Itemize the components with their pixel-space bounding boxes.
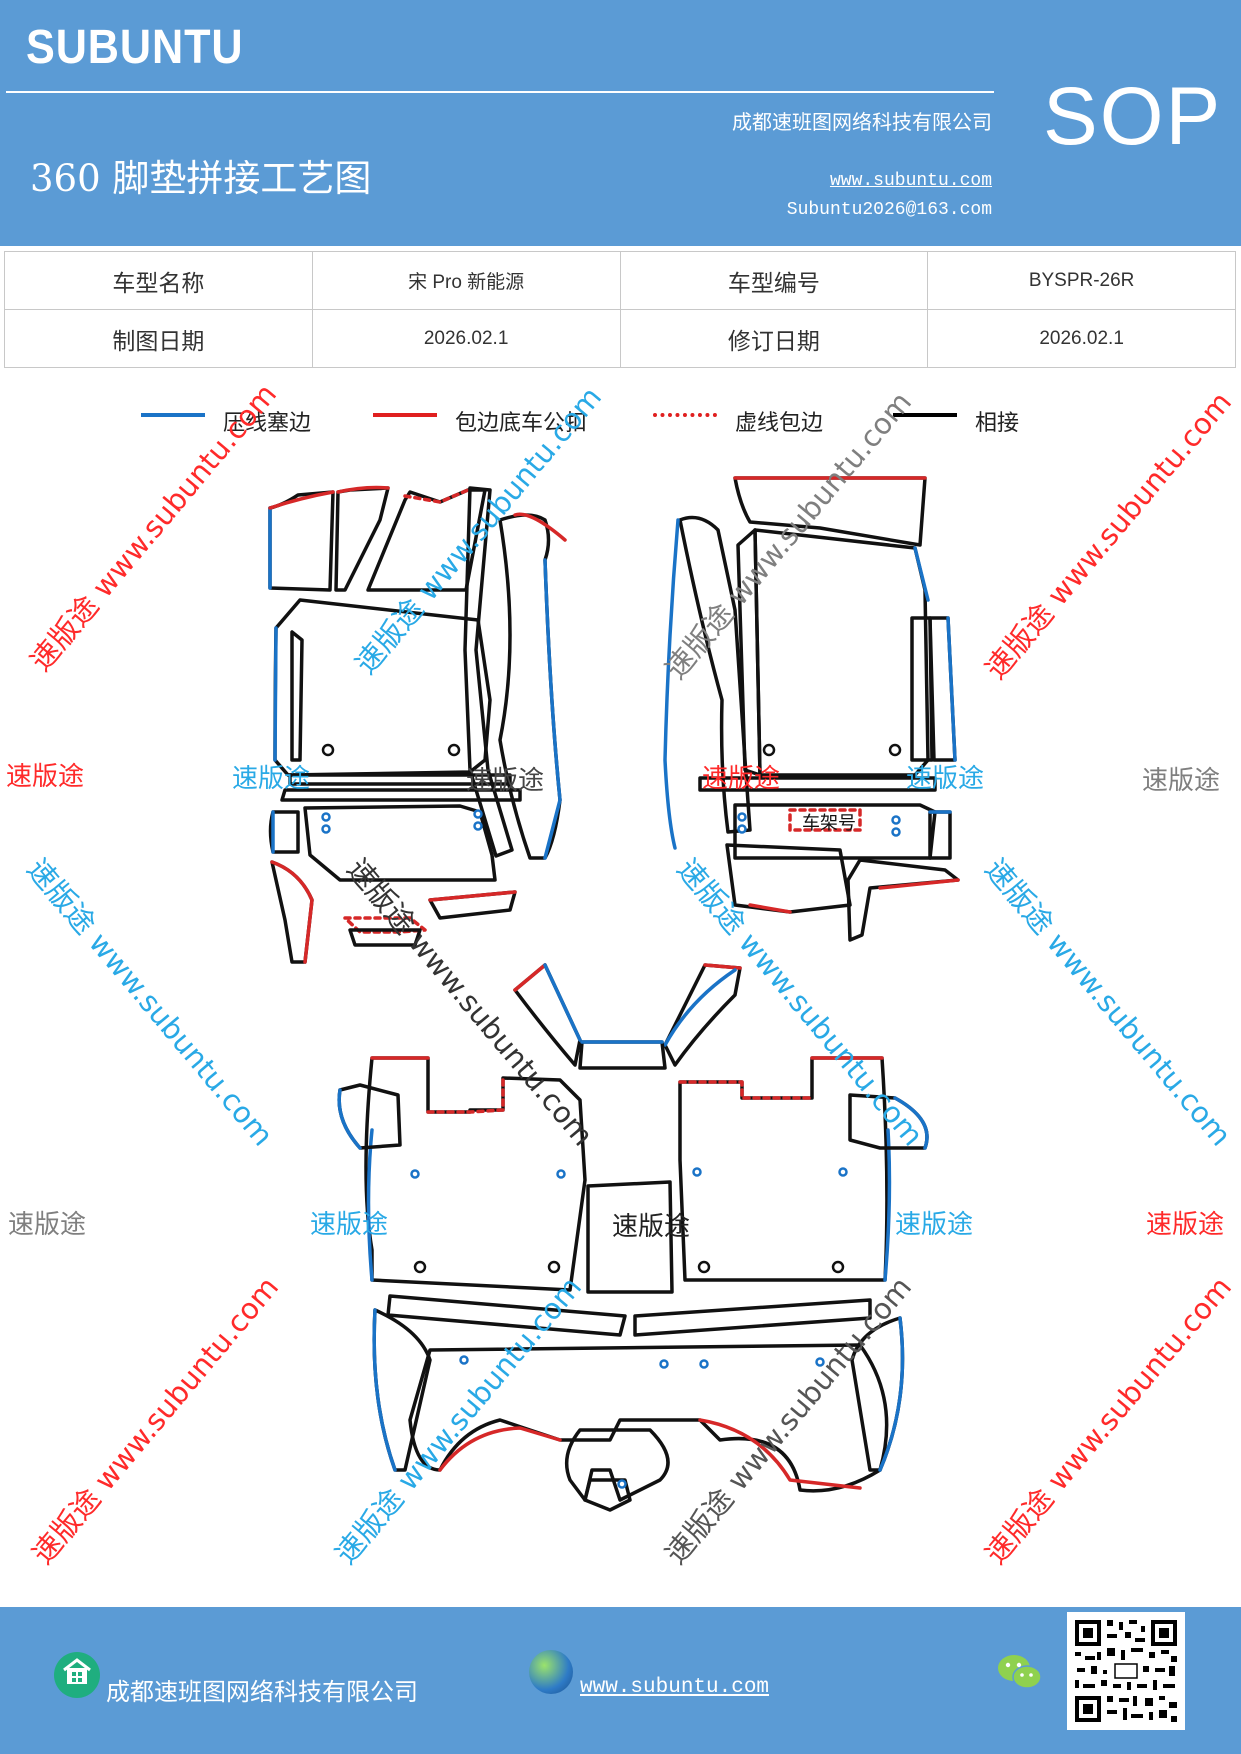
- value-draw-date: 2026.02.1: [311, 309, 621, 368]
- document-title: 360 脚垫拼接工艺图: [30, 157, 372, 200]
- frame-number-label: 车架号: [802, 813, 856, 834]
- legend-label: 压线塞边: [223, 411, 312, 436]
- watermark-brand: 速版途: [6, 762, 85, 792]
- label-revise-date: 修订日期: [619, 309, 929, 368]
- home-icon: [54, 1652, 100, 1698]
- sop-badge: SOP: [1043, 71, 1223, 162]
- front-right-mat-group: [663, 476, 960, 942]
- table-row: 车型名称 宋 Pro 新能源 车型编号 BYSPR-26R: [4, 251, 1236, 310]
- front-left-mat-group: [268, 485, 567, 964]
- vehicle-info-table: 车型名称 宋 Pro 新能源 车型编号 BYSPR-26R 制图日期 2026.…: [4, 251, 1236, 368]
- legend-label: 相接: [975, 411, 1020, 436]
- brand-logo: SUBUNTU: [26, 21, 244, 74]
- watermark-brand: 速版途: [702, 764, 781, 794]
- value-revise-date: 2026.02.1: [927, 309, 1236, 368]
- legend-swatch-blue: [141, 413, 205, 417]
- watermark-brand: 速版途: [895, 1210, 974, 1240]
- watermark-brand: 速版途: [1142, 766, 1221, 796]
- legend-label: 包边底车公扣: [455, 411, 588, 436]
- value-model-code: BYSPR-26R: [927, 251, 1236, 310]
- legend-swatch-black: [893, 413, 957, 417]
- watermark-brand: 速版途: [612, 1212, 691, 1242]
- legend-label: 虚线包边: [735, 411, 824, 436]
- website-link[interactable]: www.subuntu.com: [829, 171, 992, 191]
- watermark-brand: 速版途: [310, 1210, 389, 1240]
- legend-swatch-red: [373, 413, 437, 417]
- legend-swatch-red-dotted: [653, 413, 717, 417]
- footer-website-link[interactable]: www.subuntu.com: [580, 1676, 770, 1699]
- watermark-brand: 速版途: [466, 766, 545, 796]
- watermark-brand: 速版途: [1146, 1210, 1225, 1240]
- label-model-name: 车型名称: [4, 251, 313, 310]
- value-model-name: 宋 Pro 新能源: [311, 251, 621, 310]
- watermark-brand: 速版途: [906, 764, 985, 794]
- watermark-brand: 速版途: [232, 764, 311, 794]
- table-row: 制图日期 2026.02.1 修订日期 2026.02.1: [4, 309, 1236, 368]
- email-address: Subuntu2026@163.com: [786, 200, 992, 220]
- wechat-icon: [996, 1652, 1044, 1698]
- label-draw-date: 制图日期: [4, 309, 313, 368]
- company-name: 成都速班图网络科技有限公司: [732, 110, 992, 134]
- label-model-code: 车型编号: [619, 251, 929, 310]
- watermark-brand: 速版途: [8, 1210, 87, 1240]
- qr-code: [1067, 1612, 1185, 1730]
- header-banner: SUBUNTU 360 脚垫拼接工艺图 成都速班图网络科技有限公司 www.su…: [0, 0, 1241, 246]
- globe-icon: [529, 1650, 573, 1694]
- footer-company-name: 成都速班图网络科技有限公司: [106, 1678, 418, 1706]
- header-divider: [6, 91, 994, 93]
- rear-mat-group: [337, 963, 929, 1512]
